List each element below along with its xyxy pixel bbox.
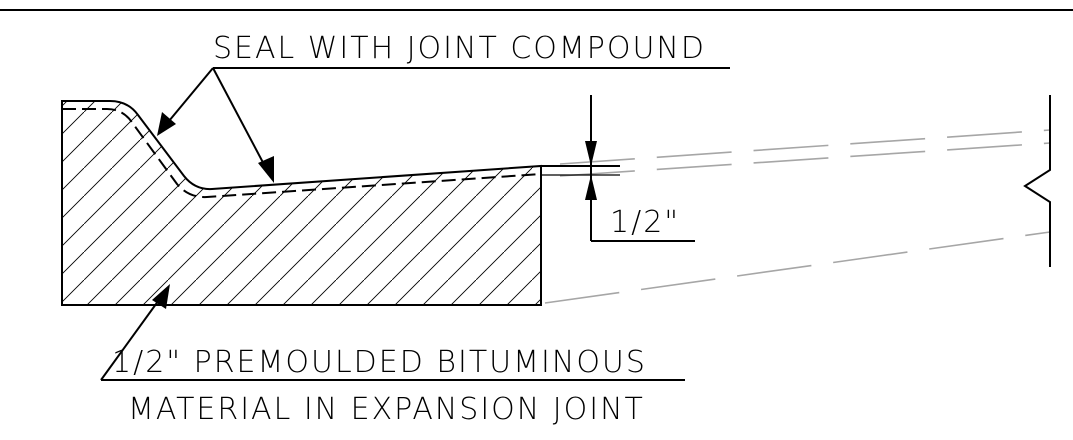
- bituminous-material-hatch: [62, 101, 541, 305]
- break-line: [1023, 95, 1051, 267]
- seal-label: SEAL WITH JOINT COMPOUND: [213, 31, 706, 66]
- inner-offset-dashed: [559, 142, 1051, 177]
- seal-callout: SEAL WITH JOINT COMPOUND: [157, 31, 730, 183]
- dimension-label: 1/2": [610, 205, 680, 240]
- material-label-line2: MATERIAL IN EXPANSION JOINT: [128, 392, 645, 427]
- curb-outline: [61, 100, 542, 306]
- sidewalk-top-dashed: [559, 129, 1051, 165]
- material-callout: 1/2" PREMOULDED BITUMINOUS MATERIAL IN E…: [100, 284, 685, 427]
- material-label-line1: 1/2" PREMOULDED BITUMINOUS: [112, 345, 647, 380]
- seal-dashed-line: [62, 108, 542, 199]
- sidewalk-bottom-dashed: [544, 231, 1051, 304]
- dimension-half-inch: 1/2": [541, 95, 695, 242]
